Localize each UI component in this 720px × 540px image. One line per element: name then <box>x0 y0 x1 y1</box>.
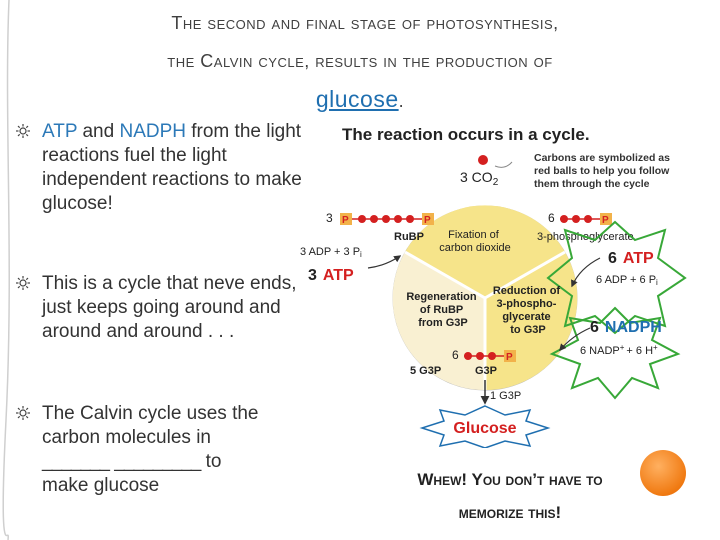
title-glucose-link: glucose <box>315 86 399 112</box>
footnote-line-2: memorize this! <box>458 503 562 522</box>
atp-text: ATP <box>42 121 78 142</box>
rubp-chain: P P <box>340 213 434 226</box>
nadp-label: 6 NADP++ 6 H+ <box>580 343 658 357</box>
footnote-line-1: Whew! You don’t have to <box>417 470 603 489</box>
sector-divider <box>484 250 566 300</box>
nadph-text: NADPH <box>119 121 186 142</box>
slide-title: The second and final stage of photosynth… <box>0 4 720 120</box>
svg-text:P: P <box>342 215 349 226</box>
rubp-label: RuBP <box>394 231 424 243</box>
title-line-1: The second and final stage of photosynth… <box>171 13 559 33</box>
calvin-cycle-diagram: The reaction occurs in a cycle. 3 CO2 Ca… <box>300 125 687 448</box>
bullet-sun-icon <box>16 406 30 420</box>
title-period: . <box>398 91 405 111</box>
star-burst-atp-nadph <box>546 220 687 335</box>
carbon-note: Carbons are symbolized as red balls to h… <box>534 152 673 190</box>
g3p-inner-count: 6 <box>452 348 459 362</box>
left-p-count: 3 <box>326 211 333 225</box>
regeneration-sector <box>392 252 485 391</box>
star-burst-glucose <box>419 405 551 448</box>
svg-text:P: P <box>602 215 609 226</box>
five-g3p-label: 5 G3P <box>410 365 441 377</box>
diagram-heading: The reaction occurs in a cycle. <box>342 125 590 144</box>
one-g3p-label: 1 G3P <box>490 390 521 402</box>
atp-arrow <box>367 255 402 269</box>
phosphoglycerate-chain: P <box>560 213 612 226</box>
bullet-sun-icon <box>16 276 30 290</box>
atp-right-arrow <box>571 257 601 288</box>
bullet-sun-icon <box>16 124 30 138</box>
fixation-label: Fixation of carbon dioxide <box>439 229 511 254</box>
left-decorative-line <box>2 0 10 540</box>
adp-right-label: 6 ADP + 6 Pi <box>596 274 658 287</box>
nadph-arrow <box>559 327 591 352</box>
g3p-label: G3P <box>475 365 497 377</box>
footnote: Whew! You don’t have to memorize this! <box>350 463 670 529</box>
bullet-1-mid: and <box>77 121 120 142</box>
title-line-2: the Calvin cycle, results in the product… <box>167 51 553 71</box>
bullet-3-to: to <box>200 451 222 472</box>
svg-text:P: P <box>424 215 431 226</box>
right-count: 6 <box>548 211 555 225</box>
star-burst-nadph <box>549 306 681 400</box>
bullet-3-text: The Calvin cycle uses the carbon molecul… <box>42 403 259 448</box>
bullet-3-tail: make glucose <box>42 475 160 496</box>
orange-orb-decoration <box>640 450 686 496</box>
svg-text:P: P <box>506 352 513 363</box>
g3p-chain: P <box>464 350 516 363</box>
co2-label: 3 CO2 <box>460 169 499 188</box>
bullet-1-text: from the light reactions fuel the light … <box>42 121 302 214</box>
blank-1: _______ <box>42 451 110 472</box>
blank-2: _________ <box>114 451 201 472</box>
regeneration-label: Regeneration of RuBP from G3P <box>406 291 479 329</box>
sector-divider <box>404 250 486 300</box>
co2-red-ball <box>478 155 488 165</box>
adp-left-label: 3 ADP + 3 Pi <box>300 246 362 259</box>
reduction-label: Reduction of 3-phospho- glycerate to G3P <box>493 285 563 336</box>
glucose-label: Glucose <box>453 420 516 437</box>
bullet-2-text: This is a cycle that neve ends, just kee… <box>42 273 297 342</box>
